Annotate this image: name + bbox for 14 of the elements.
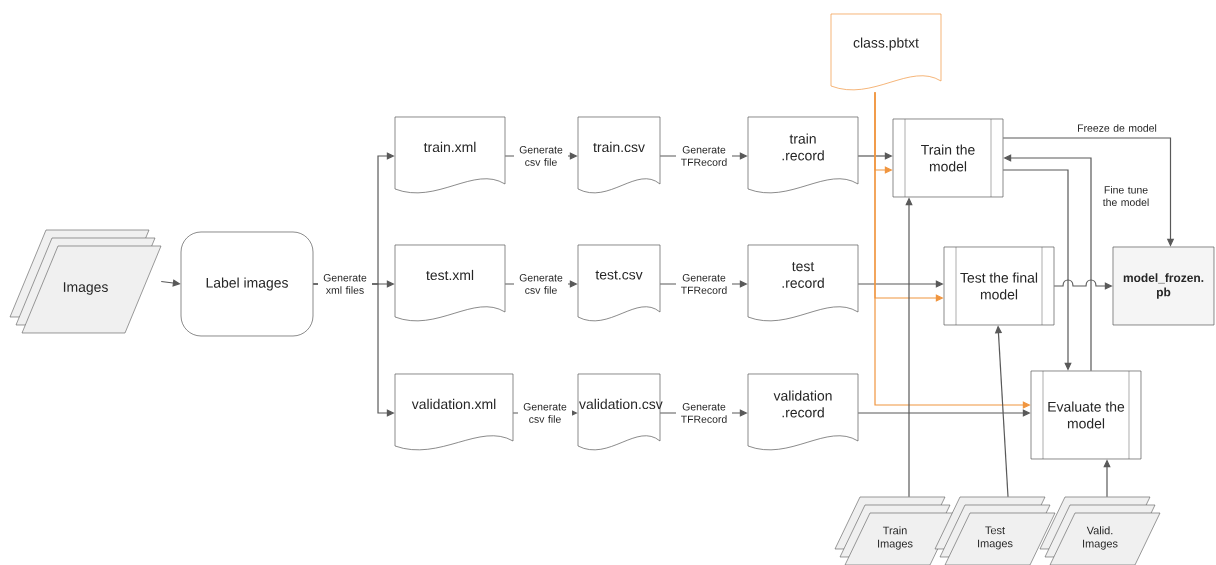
edge-label: Generate xml files bbox=[318, 273, 372, 295]
edge-label: Generate csv file bbox=[514, 145, 568, 167]
predefined-process-box: Train the model bbox=[892, 118, 1004, 198]
edge-label: Generate TFRecord bbox=[676, 402, 732, 424]
edge-label: Generate csv file bbox=[518, 402, 572, 424]
edge-label: Freeze de model bbox=[1071, 123, 1163, 133]
edge-label: Generate TFRecord bbox=[676, 273, 732, 295]
predefined-process-box: Evaluate the model bbox=[1030, 370, 1142, 460]
rounded-process-box: Label images bbox=[180, 231, 314, 337]
edge-label: Fine tune the model bbox=[1097, 184, 1155, 208]
edge-label: Generate TFRecord bbox=[676, 145, 732, 167]
predefined-process-box: Test the final model bbox=[943, 246, 1055, 326]
output-box: model_frozen. pb bbox=[1112, 246, 1215, 326]
edge-label: Generate csv file bbox=[514, 273, 568, 295]
